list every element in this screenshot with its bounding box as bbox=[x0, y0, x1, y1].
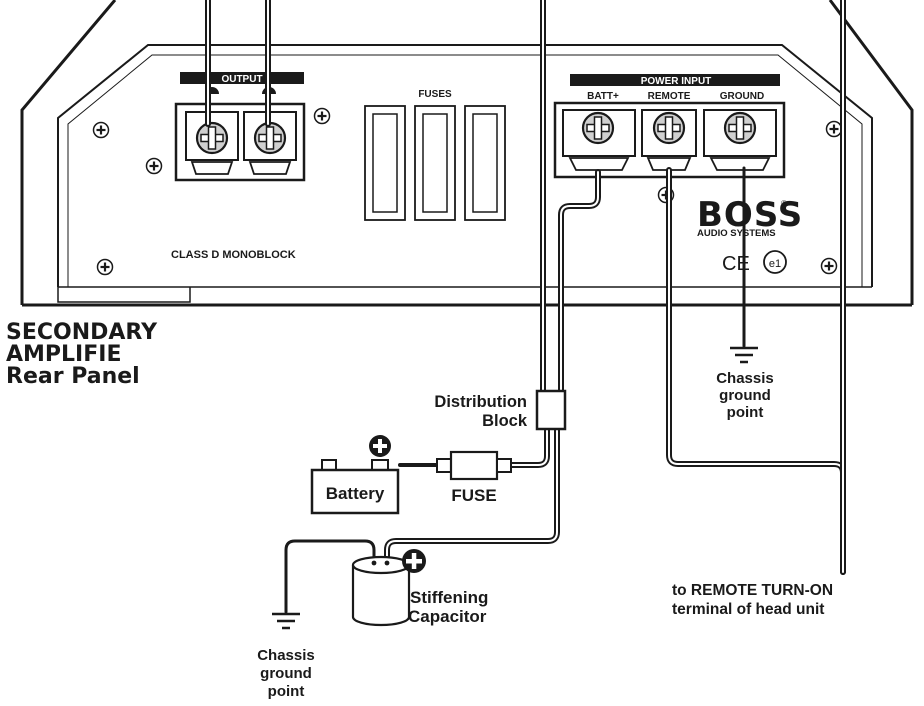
distribution-block bbox=[535, 389, 567, 431]
fuse-label: FUSE bbox=[451, 486, 496, 505]
output-label: OUTPUT bbox=[221, 74, 262, 85]
batt-plus-label: BATT+ bbox=[587, 91, 619, 102]
chassis-ground-symbol-right bbox=[728, 346, 760, 364]
speaker-wires bbox=[205, 0, 271, 127]
e1-mark: e1 bbox=[763, 250, 787, 274]
capacitor-ground-wire bbox=[284, 539, 376, 614]
fuses-label: FUSES bbox=[418, 89, 452, 100]
distribution-block-label-1: Distribution bbox=[434, 393, 527, 411]
chassis-ground-left-2: ground bbox=[260, 665, 312, 682]
inline-fuse bbox=[436, 450, 512, 481]
ce-mark: CE bbox=[722, 253, 750, 275]
battery-positive-icon bbox=[369, 435, 391, 457]
power-input-terminal-block: POWER INPUT BATT+ REMOTE GROUND bbox=[553, 74, 786, 179]
remote-turn-on-label-2: terminal of head unit bbox=[672, 601, 824, 618]
battery-feed-wire bbox=[507, 425, 550, 468]
title-line-2: AMPLIFIE bbox=[6, 342, 122, 367]
title-line-1: SECONDARY bbox=[6, 320, 158, 345]
chassis-ground-left-3: point bbox=[268, 683, 305, 700]
stiffening-capacitor bbox=[351, 555, 411, 627]
boss-registered-mark: ® bbox=[781, 199, 787, 208]
capacitor-positive-icon bbox=[402, 549, 426, 573]
capacitor-label-1: Stiffening bbox=[410, 588, 488, 607]
chassis-ground-right-3: point bbox=[727, 404, 764, 421]
boss-subtitle: AUDIO SYSTEMS bbox=[697, 228, 776, 239]
remote-turn-on-label-1: to REMOTE TURN-ON bbox=[672, 582, 833, 599]
battery: Battery bbox=[310, 459, 400, 515]
remote-wire bbox=[666, 0, 846, 575]
boss-wordmark: BOSS bbox=[697, 195, 803, 235]
chassis-ground-symbol-left bbox=[270, 612, 302, 630]
chassis-ground-right-1: Chassis bbox=[716, 370, 774, 387]
fuse-slots: FUSES bbox=[364, 89, 506, 221]
capacitor-feed-wire bbox=[384, 425, 560, 563]
distribution-block-label-2: Block bbox=[482, 412, 528, 430]
chassis-ground-right-2: ground bbox=[719, 387, 771, 404]
boss-audio-logo: BOSS ® AUDIO SYSTEMS bbox=[697, 195, 803, 239]
battery-label: Battery bbox=[326, 484, 385, 503]
model-label: CLASS D MONOBLOCK bbox=[171, 249, 296, 261]
wires bbox=[205, 0, 846, 614]
capacitor-label-2: Capacitor bbox=[408, 607, 487, 626]
power-input-label: POWER INPUT bbox=[641, 76, 712, 87]
title-line-3: Rear Panel bbox=[6, 364, 140, 389]
chassis-ground-left-1: Chassis bbox=[257, 647, 315, 664]
svg-text:e1: e1 bbox=[769, 258, 781, 270]
remote-label: REMOTE bbox=[648, 91, 691, 102]
batt-plus-wire bbox=[558, 169, 601, 395]
output-terminal-block: OUTPUT bbox=[174, 72, 306, 182]
amplifier-housing bbox=[20, 0, 914, 307]
ground-label: GROUND bbox=[720, 91, 764, 102]
